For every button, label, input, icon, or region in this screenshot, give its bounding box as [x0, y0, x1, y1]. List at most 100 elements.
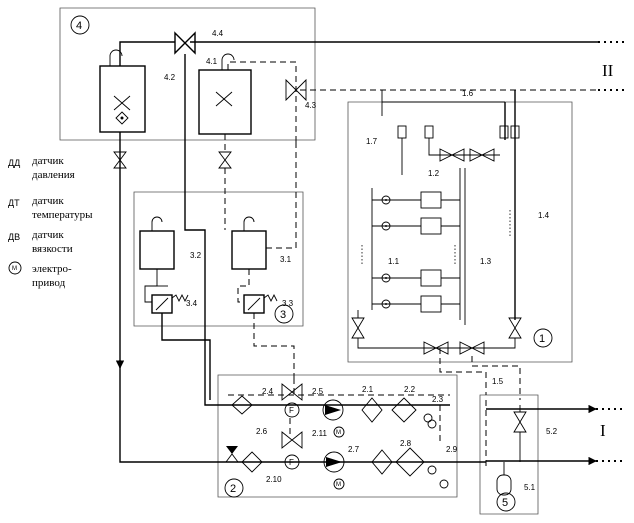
- tank-3-2: [139, 230, 175, 270]
- label-4-2: 4.2: [164, 73, 176, 82]
- valve-1-right-bottom: [508, 317, 522, 339]
- sensor-2-3: [423, 413, 433, 423]
- heater-2-1: [361, 397, 383, 423]
- svg-text:F: F: [289, 406, 294, 415]
- svg-text:F: F: [289, 458, 294, 467]
- valve-1-6-right: [469, 148, 495, 162]
- label-2-8: 2.8: [400, 439, 412, 448]
- fuel-filter-F-upper: [284, 402, 300, 418]
- label-1-7: 1.7: [366, 137, 378, 146]
- label-1-1: 1.1: [388, 257, 400, 266]
- valve-1-6-left: [439, 148, 465, 162]
- line-I-label: I: [600, 421, 606, 440]
- filter-2-4: [231, 395, 253, 415]
- group-2: 2 2.4 2.5 F 2.1 2.2 2.3 2.6 2.10 2.11 F …: [224, 378, 486, 498]
- heater-2-8: [395, 447, 425, 477]
- valve-1-left-bottom: [351, 317, 365, 339]
- label-3-4: 3.4: [186, 299, 198, 308]
- tank-4-2: [99, 65, 146, 133]
- group-2-number: 2: [230, 483, 236, 495]
- label-2-10: 2.10: [266, 475, 282, 484]
- label-4-3: 4.3: [305, 101, 317, 110]
- valve-1-5-left: [423, 341, 449, 355]
- svg-text:ДД: ДД: [8, 158, 20, 168]
- main-line-I: I: [486, 404, 624, 466]
- fuel-filter-F-lower: [284, 454, 300, 470]
- heater-2-2: [391, 397, 417, 423]
- svg-text:M: M: [336, 482, 341, 488]
- label-2-3: 2.3: [432, 395, 444, 404]
- valve-5-2: [513, 411, 527, 433]
- group-5: 5 5.1 5.2: [485, 400, 558, 512]
- tank-4-1: [198, 69, 252, 135]
- label-2-7: 2.7: [348, 445, 360, 454]
- group-1-number: 1: [539, 333, 545, 345]
- tank-5-1: [496, 474, 512, 496]
- label-3-2: 3.2: [190, 251, 202, 260]
- group-boxes: [59, 7, 573, 515]
- valve-tank-4-1-outlet: [218, 151, 232, 169]
- label-5-1: 5.1: [524, 483, 536, 492]
- group-4-number: 4: [76, 20, 82, 32]
- svg-text:электро-: электро-: [32, 263, 72, 275]
- svg-text:температуры: температуры: [32, 209, 93, 221]
- svg-text:ДВ: ДВ: [8, 232, 20, 242]
- group-3-number: 3: [280, 309, 286, 321]
- label-2-11: 2.11: [312, 429, 328, 438]
- label-1-3: 1.3: [480, 257, 492, 266]
- tank-3-1: [231, 230, 267, 270]
- svg-text:давления: давления: [32, 169, 75, 181]
- legend: ДД датчик давления ДТ датчик температуры…: [8, 155, 93, 289]
- legend-item-temperature: ДТ датчик температуры: [8, 195, 93, 221]
- line-II-label: II: [602, 61, 614, 80]
- valve-2-6: [226, 446, 238, 454]
- valve-4-4: [174, 31, 196, 55]
- temp-sensor-lower: [427, 465, 437, 475]
- motor-lower: [333, 478, 345, 490]
- valve-2-11: [281, 431, 303, 449]
- label-1-6: 1.6: [462, 89, 474, 98]
- legend-item-pressure: ДД датчик давления: [8, 155, 75, 181]
- valve-4-3: [285, 78, 307, 102]
- group-1: 1 1.6 1.7 1.4 1.2 1.1 1.3: [351, 89, 553, 400]
- main-line-II: II: [190, 41, 626, 91]
- svg-text:датчик: датчик: [32, 155, 64, 167]
- group-3: 3.2 3.1 3.4 3.3 3: [139, 134, 297, 406]
- label-3-3: 3.3: [282, 299, 294, 308]
- label-2-6: 2.6: [256, 427, 268, 436]
- pump-upper: [322, 399, 344, 421]
- filter-bank-1-2: [372, 191, 460, 313]
- svg-text:датчик: датчик: [32, 195, 64, 207]
- svg-text:вязкости: вязкости: [32, 243, 73, 255]
- group-4-box: [59, 7, 316, 141]
- label-2-5: 2.5: [312, 387, 324, 396]
- label-1-4: 1.4: [538, 211, 550, 220]
- group-2-box: [217, 374, 458, 498]
- filter-2-10: [241, 451, 263, 473]
- legend-item-viscosity: ДВ датчик вязкости: [8, 229, 73, 255]
- label-2-9: 2.9: [446, 445, 458, 454]
- valve-1-5-right: [459, 341, 485, 355]
- heater-2-7: [371, 449, 393, 475]
- sensor-1-7-left: [397, 125, 407, 139]
- label-2-4: 2.4: [262, 387, 274, 396]
- left-pipework: [113, 132, 232, 463]
- svg-text:датчик: датчик: [32, 229, 64, 241]
- sensor-1-4-top: [499, 125, 509, 139]
- label-1-2: 1.2: [428, 169, 440, 178]
- sensor-1-4-top-right: [510, 125, 520, 139]
- valve-2-5: [281, 383, 303, 401]
- pressure-sensor-lower: [439, 479, 449, 489]
- group-3-box: [133, 191, 304, 327]
- label-4-1: 4.1: [206, 57, 218, 66]
- group-4: 4 4.2 4.1 4.4 4.3: [70, 15, 317, 142]
- label-4-4: 4.4: [212, 29, 224, 38]
- label-5-2: 5.2: [546, 427, 558, 436]
- svg-text:М: М: [12, 266, 17, 272]
- temp-sensor-upper: [427, 419, 437, 429]
- motor-upper: [333, 426, 345, 438]
- group-5-box: [479, 394, 539, 515]
- sensor-1-7-mid: [424, 125, 434, 139]
- label-3-1: 3.1: [280, 255, 292, 264]
